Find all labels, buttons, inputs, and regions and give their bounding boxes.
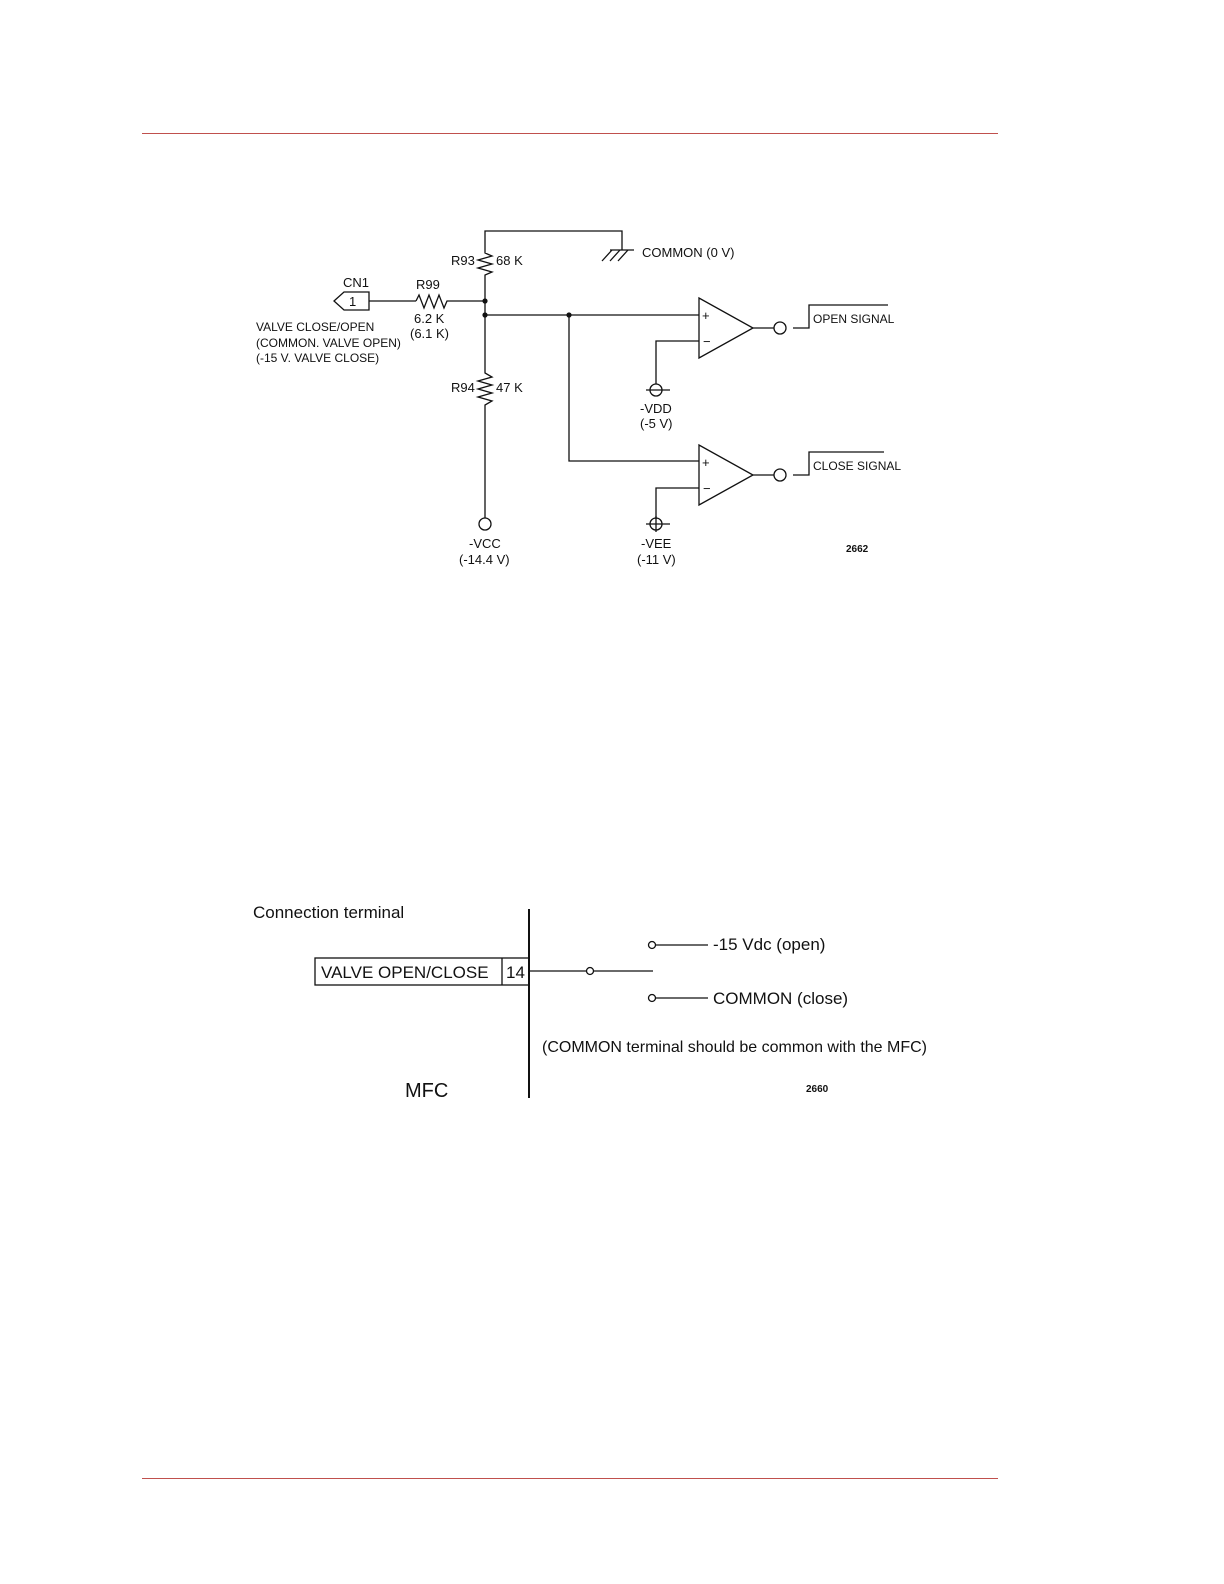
open-output-terminal (773, 321, 787, 335)
terminal-figure-id: 2660 (806, 1084, 829, 1095)
resistor-r93 (475, 250, 495, 301)
junction-dot (482, 312, 488, 318)
cn1-pin: 1 (349, 294, 356, 309)
header-rule (142, 133, 998, 134)
r99-alt-value: (6.1 K) (410, 326, 449, 341)
footer-rule (142, 1478, 998, 1479)
junction-dot (566, 312, 572, 318)
input-label-line3: (-15 V. VALVE CLOSE) (256, 351, 379, 365)
open-signal-waveform (793, 304, 888, 329)
connection-terminal-heading: Connection terminal (253, 903, 404, 922)
input-label-line2: (COMMON. VALVE OPEN) (256, 336, 401, 350)
ground-symbol (601, 249, 634, 262)
vee-terminal (646, 516, 670, 532)
r99-label: R99 (416, 277, 440, 292)
open-option-label: -15 Vdc (open) (713, 935, 825, 954)
common-label: COMMON (0 V) (642, 245, 734, 260)
vcc-label: -VCC (469, 536, 501, 551)
vee-label: -VEE (641, 536, 672, 551)
open-signal-label: OPEN SIGNAL (813, 312, 895, 326)
vdd-label: -VDD (640, 401, 672, 416)
r99-value: 6.2 K (414, 311, 445, 326)
connection-terminal-diagram (314, 909, 708, 1098)
r93-value: 68 K (496, 253, 523, 268)
close-comparator-plus: + (702, 455, 710, 470)
vcc-terminal (478, 517, 492, 531)
open-comparator-minus: − (703, 334, 711, 349)
wire-vdd-to-comparator (655, 340, 699, 384)
terminal-box-number: 14 (506, 963, 525, 982)
r94-value: 47 K (496, 380, 523, 395)
mfc-label: MFC (405, 1080, 448, 1102)
resistor-r94 (475, 315, 495, 518)
close-option-label: COMMON (close) (713, 989, 848, 1008)
close-comparator (698, 443, 755, 507)
vcc-value: (-14.4 V) (459, 552, 510, 567)
close-comparator-minus: − (703, 481, 711, 496)
switch-pivot (585, 966, 595, 976)
r94-label: R94 (451, 380, 475, 395)
close-contact (647, 993, 657, 1003)
circuit-figure-id: 2662 (846, 544, 869, 555)
close-signal-label: CLOSE SIGNAL (813, 459, 901, 473)
vdd-value: (-5 V) (640, 416, 673, 431)
open-comparator-plus: + (702, 308, 710, 323)
terminal-box-label: VALVE OPEN/CLOSE (321, 963, 489, 982)
input-label-line1: VALVE CLOSE/OPEN (256, 320, 374, 334)
r93-label: R93 (451, 253, 475, 268)
vee-value: (-11 V) (637, 552, 676, 567)
close-output-terminal (773, 468, 787, 482)
cn1-label: CN1 (343, 275, 369, 290)
valve-input-schematic (333, 230, 888, 532)
close-signal-waveform (793, 451, 884, 476)
wire-top-to-common (484, 230, 623, 250)
junction-dot (482, 298, 488, 304)
open-contact (647, 940, 657, 950)
wire-vee-to-comparator (655, 487, 699, 519)
vdd-terminal (646, 383, 670, 397)
resistor-r99 (415, 293, 485, 310)
common-note: (COMMON terminal should be common with t… (542, 1039, 927, 1056)
wire-to-close-comparator (568, 315, 699, 462)
open-comparator (698, 296, 755, 360)
